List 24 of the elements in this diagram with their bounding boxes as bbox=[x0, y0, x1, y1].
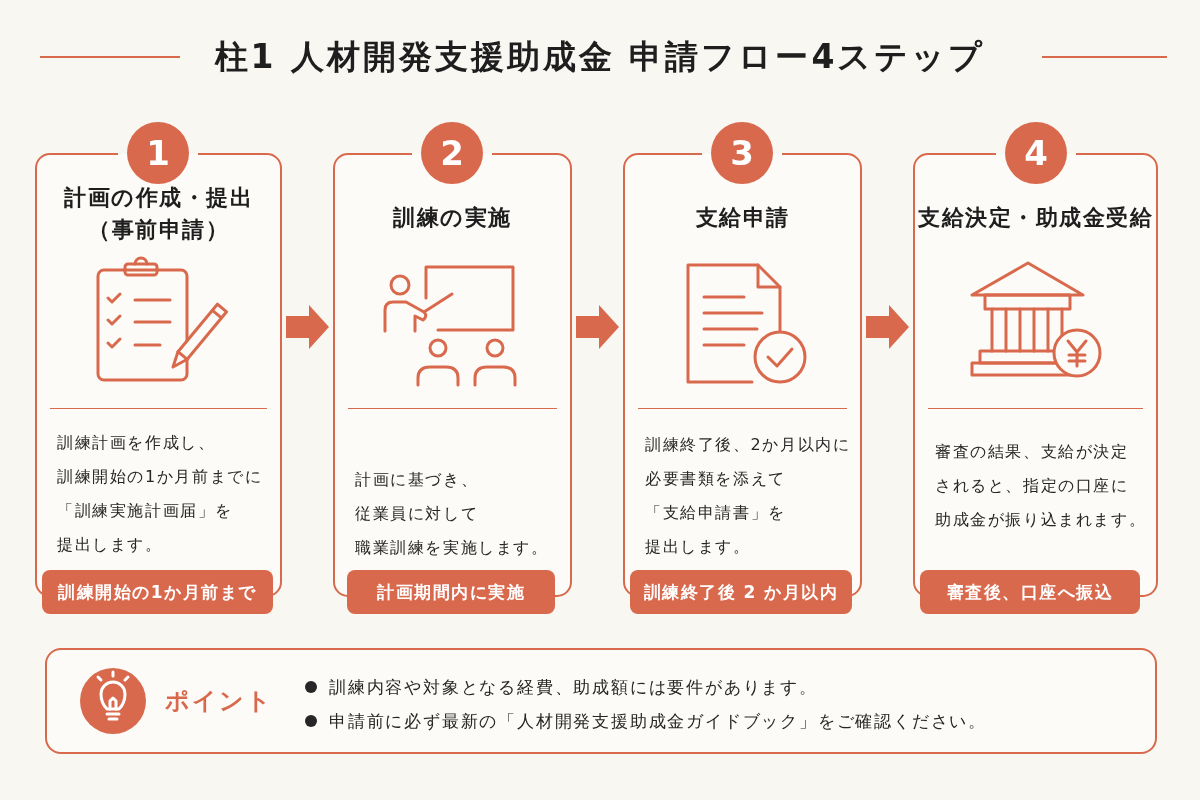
deadline-pill: 審査後、口座へ振込 bbox=[920, 570, 1140, 614]
arrow bbox=[866, 305, 909, 349]
step-number-circle: 4 bbox=[1005, 122, 1067, 184]
step-heading: 支給申請 bbox=[695, 204, 790, 232]
step-heading: 訓練の実施 bbox=[393, 204, 512, 232]
step-heading: 支給決定・助成金受給 bbox=[918, 204, 1153, 232]
step-number-circle: 1 bbox=[127, 122, 189, 184]
step-heading: 計画の作成・提出（事前申請） bbox=[64, 184, 253, 244]
title: 柱1 人材開発支援助成金 申請フロー4ステップ bbox=[214, 36, 986, 78]
step-description: 審査の結果、支給が決定されると、指定の口座に助成金が振り込まれます。 bbox=[935, 441, 1147, 531]
tip-box bbox=[45, 648, 1157, 754]
step-number-circle: 3 bbox=[711, 122, 773, 184]
arrow bbox=[286, 305, 329, 349]
bullet-text: 訓練内容や対象となる経費、助成額には要件があります。 bbox=[329, 676, 818, 699]
step-number-circle: 2 bbox=[421, 122, 483, 184]
step-description: 訓練計画を作成し、訓練開始の1か月前までに「訓練実施計画届」を提出します。 bbox=[57, 432, 263, 556]
deadline-pill: 訓練開始の1か月前まで bbox=[42, 570, 273, 614]
deadline-pill: 訓練終了後 2 か月以内 bbox=[630, 570, 852, 614]
step-description: 計画に基づき、従業員に対して職業訓練を実施します。 bbox=[355, 469, 549, 559]
tip-heading: ポイント bbox=[165, 686, 273, 716]
deadline-pill: 計画期間内に実施 bbox=[347, 570, 555, 614]
step-description: 訓練終了後、2か月以内に必要書類を添えて「支給申請書」を提出します。 bbox=[645, 434, 851, 558]
bullet-text: 申請前に必ず最新の「人材開発支援助成金ガイドブック」をご確認ください。 bbox=[329, 710, 987, 733]
arrow bbox=[576, 305, 619, 349]
